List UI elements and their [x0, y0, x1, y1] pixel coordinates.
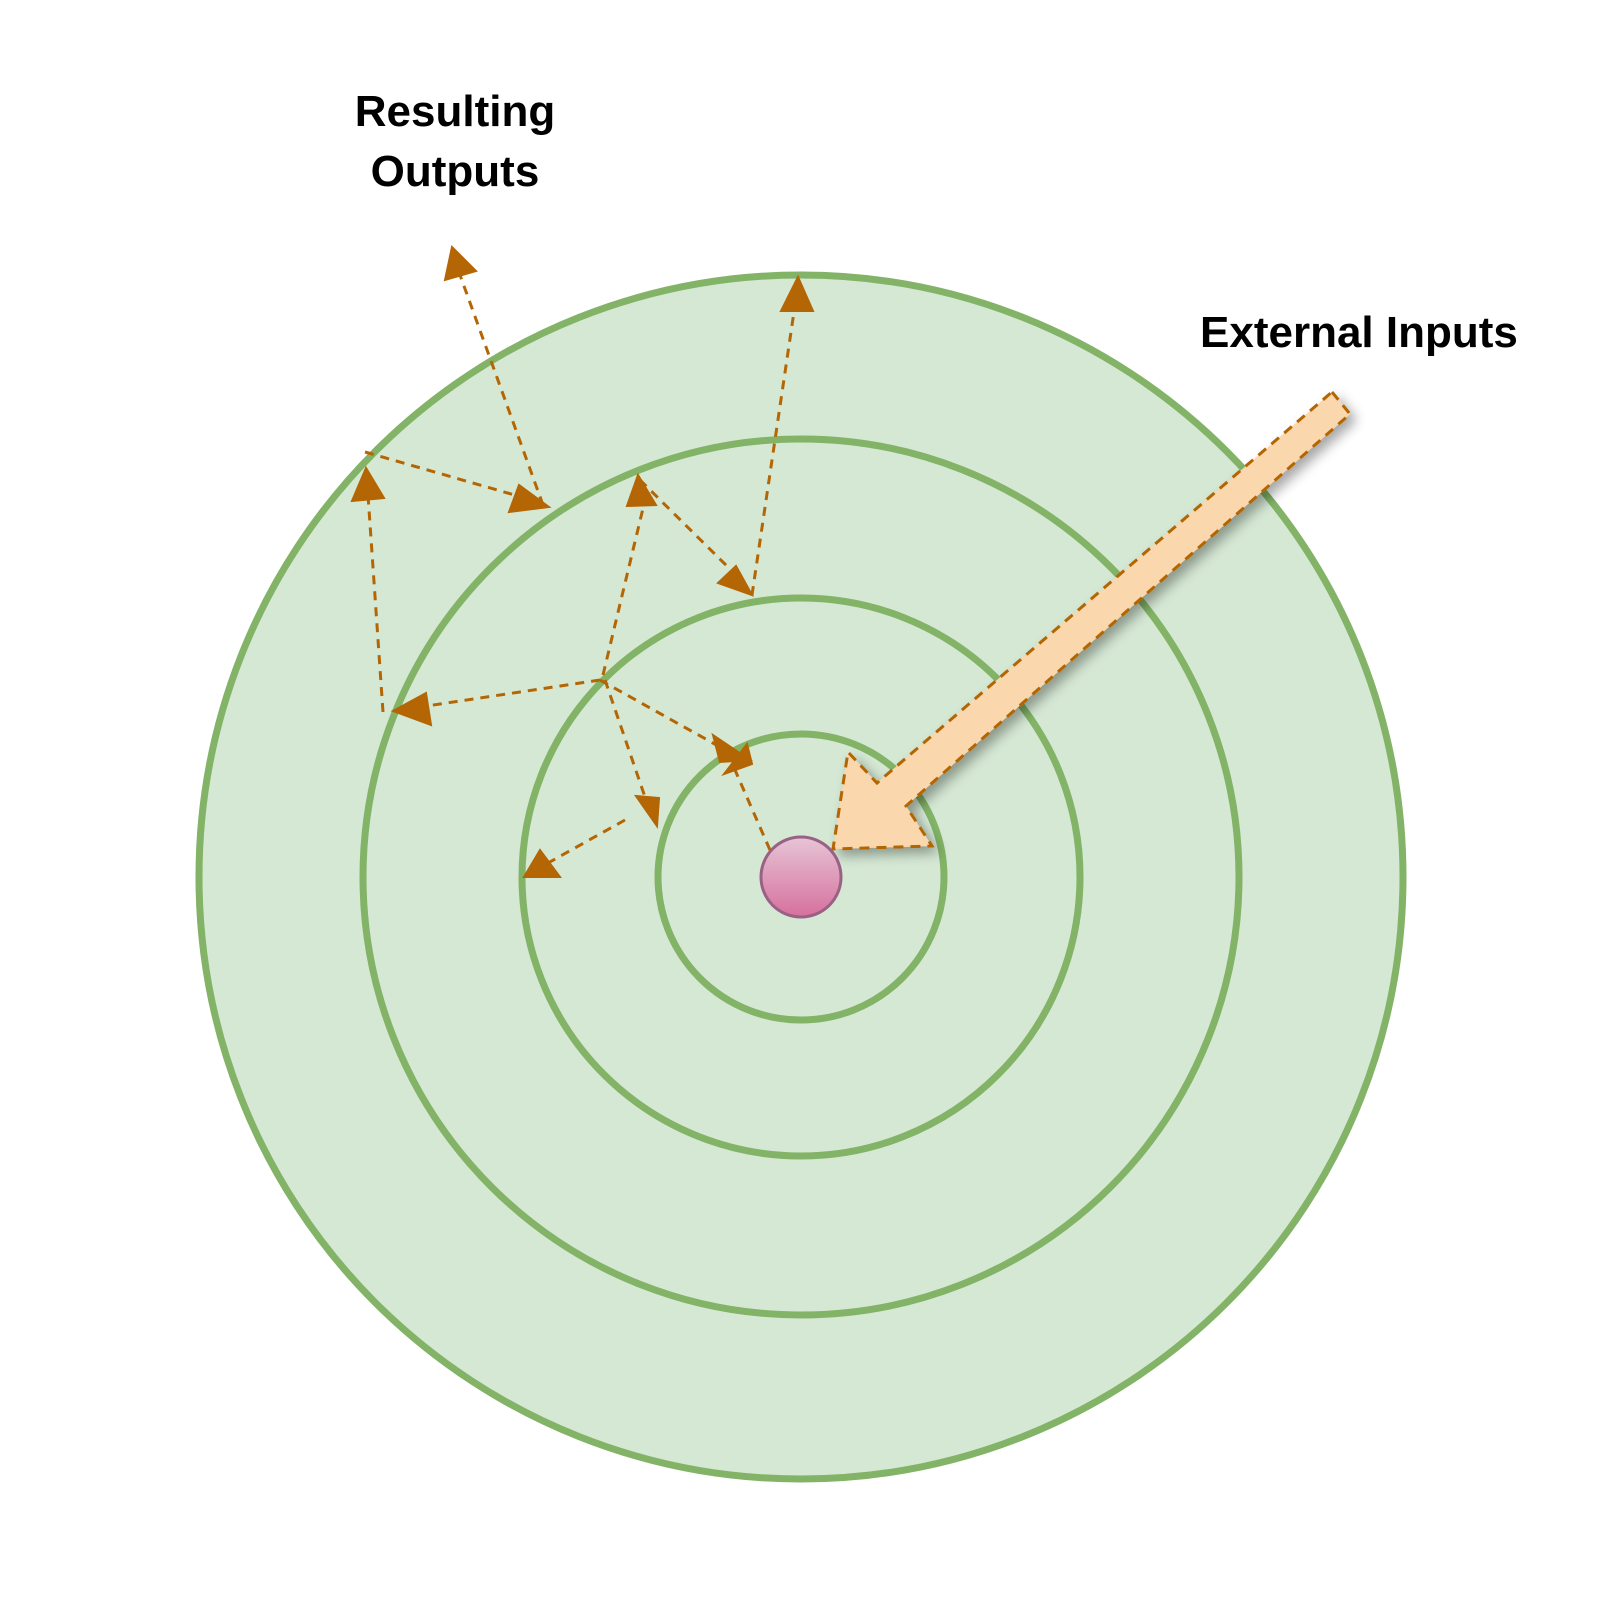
- propagation-arrow: [603, 679, 648, 801]
- propagation-arrow-head: [350, 465, 386, 503]
- propagation-arrow: [638, 478, 736, 575]
- propagation-arrow-head: [716, 564, 755, 597]
- propagation-arrow: [419, 678, 601, 709]
- resulting-outputs-label: Resulting Outputs: [300, 82, 610, 202]
- propagation-arrow: [366, 494, 385, 713]
- resulting-outputs-line2: Outputs: [370, 147, 540, 196]
- propagation-arrow: [601, 499, 647, 676]
- propagation-arrow-head: [522, 848, 562, 878]
- propagation-arrow: [364, 450, 526, 500]
- propagation-arrow-head: [633, 794, 661, 829]
- propagation-arrow: [733, 769, 772, 851]
- propagation-arrow: [750, 304, 797, 596]
- external-input-arrow-icon: [831, 389, 1353, 851]
- propagation-arrows: [350, 244, 815, 878]
- propagation-arrow-head: [507, 483, 552, 514]
- propagation-arrow-head: [390, 691, 433, 727]
- resulting-outputs-line1: Resulting: [354, 87, 556, 136]
- core-node-circle: [759, 835, 843, 919]
- propagation-arrow: [599, 678, 721, 749]
- propagation-arrow-head: [625, 472, 658, 508]
- external-inputs-label: External Inputs: [1200, 308, 1518, 357]
- propagation-arrow-head: [711, 732, 753, 764]
- external-input-arrow-shape: [831, 389, 1353, 851]
- propagation-arrow: [458, 274, 545, 506]
- propagation-arrow-head: [779, 274, 815, 312]
- propagation-arrow-head: [443, 244, 478, 282]
